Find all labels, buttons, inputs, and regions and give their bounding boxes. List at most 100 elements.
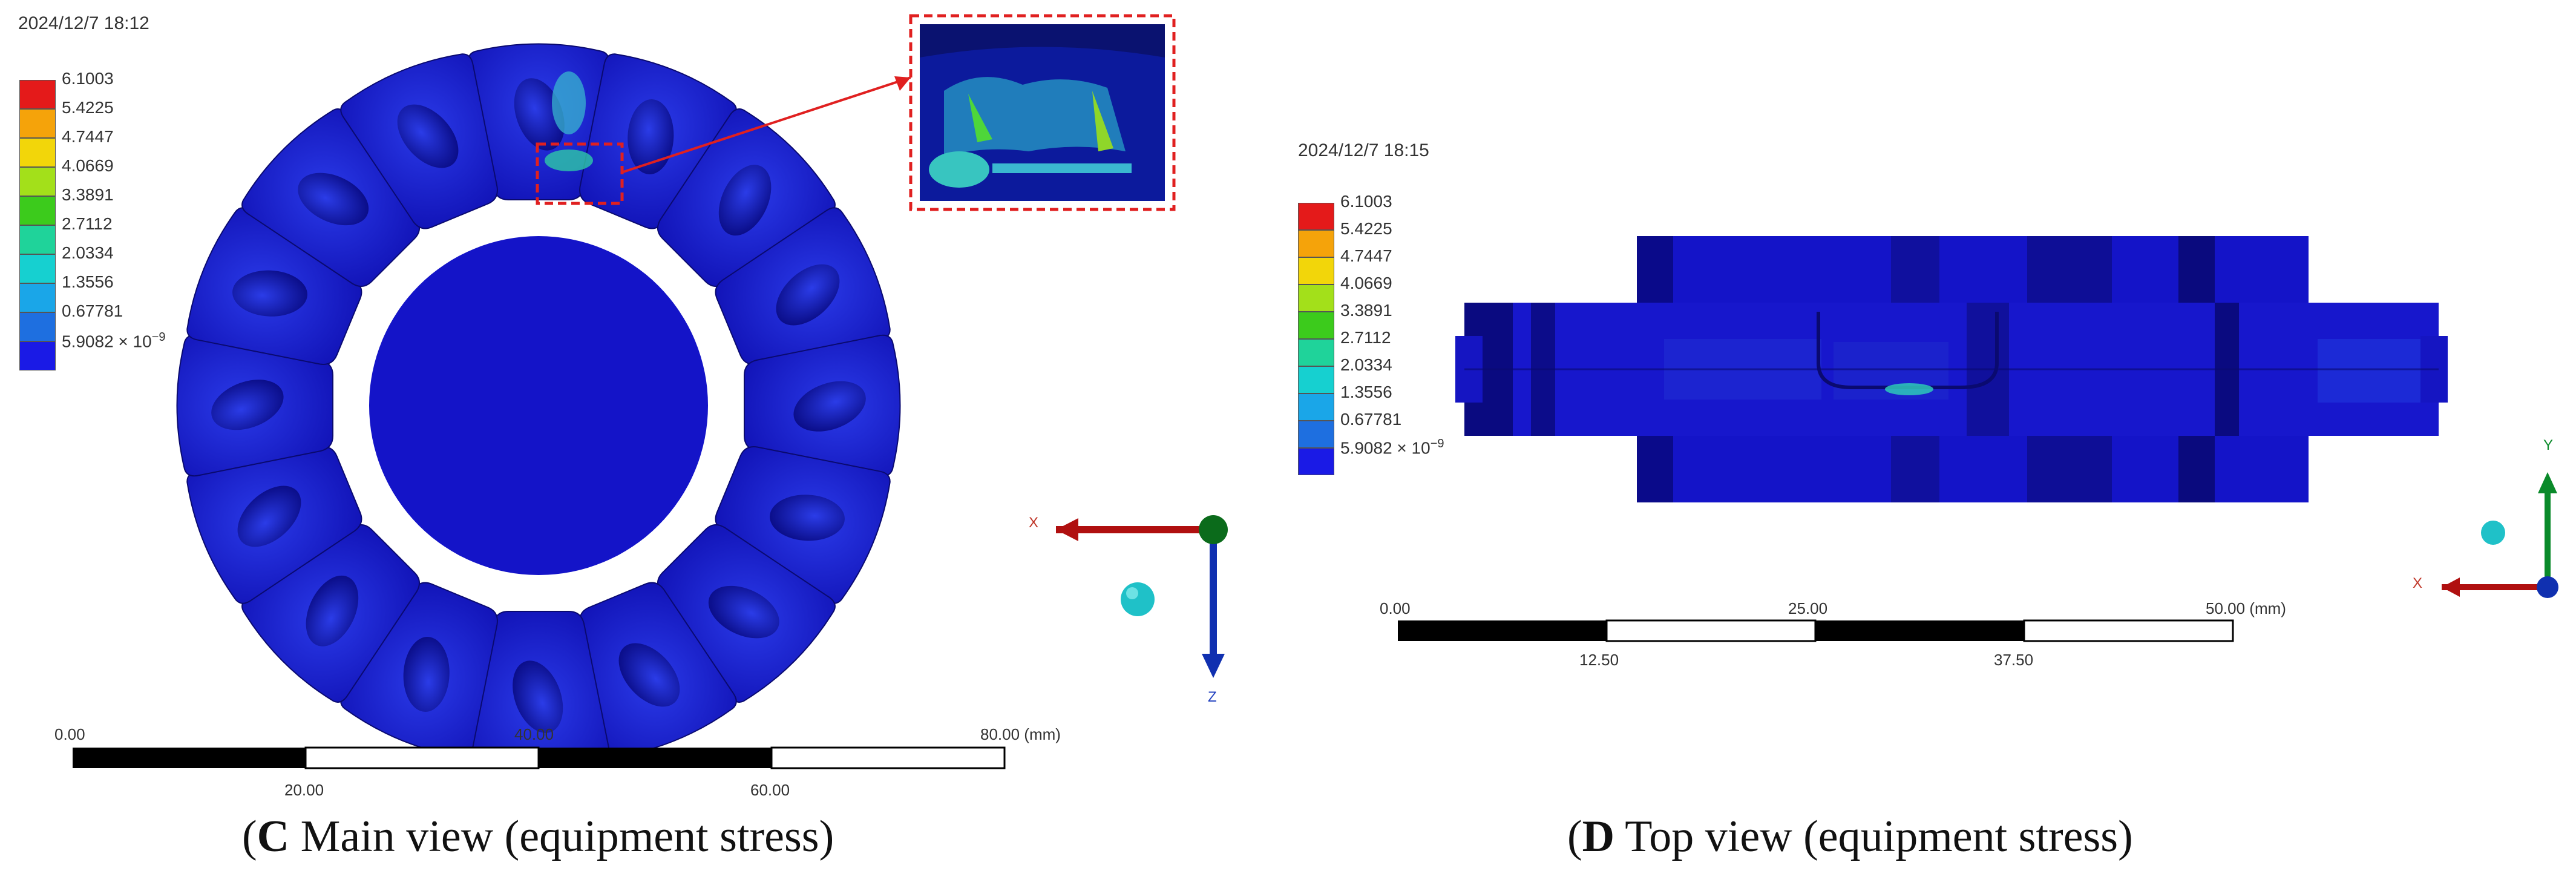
- figure-caption: (D Top view (equipment stress): [1567, 812, 2133, 861]
- blade-segment: [657, 108, 836, 287]
- scale-tick-label: 40.00: [514, 725, 554, 743]
- legend-swatch: [19, 341, 56, 370]
- legend-label: 2.0334: [1340, 355, 1392, 374]
- figure-caption: (C Main view (equipment stress): [242, 812, 834, 861]
- legend-swatch: [1298, 257, 1334, 285]
- legend-swatch: [1298, 285, 1334, 312]
- legend-swatch: [1298, 312, 1334, 339]
- legend-swatch: [19, 254, 56, 283]
- legend-label: 4.7447: [1340, 246, 1392, 265]
- legend-entry: 4.7447: [1298, 246, 1455, 289]
- blade-segment: [467, 611, 610, 768]
- blade-recess: [708, 585, 779, 639]
- scale-tick-label: 0.00: [54, 725, 85, 743]
- blade-recess: [770, 495, 845, 541]
- legend-label: 0.67781: [1340, 410, 1402, 429]
- x-axis-label: X: [1029, 515, 1039, 531]
- legend-label: 3.3891: [1340, 301, 1392, 320]
- blade-segment: [241, 524, 420, 703]
- blade-segment: [657, 524, 836, 703]
- scale-tick-label: 20.00: [284, 781, 324, 799]
- blade-recess: [232, 270, 307, 317]
- blade-recess: [306, 575, 359, 646]
- blade-segment: [176, 334, 333, 477]
- legend-swatch: [1298, 421, 1334, 448]
- x-axis-label: X: [2413, 575, 2423, 591]
- legend-entry: 2.7112: [19, 214, 177, 257]
- legend-label: 2.7112: [1340, 328, 1391, 347]
- blade-segment: [340, 53, 498, 229]
- legend-entry: 3.3891: [19, 185, 177, 228]
- blade-segment: [241, 108, 420, 287]
- scale-tick-label: 60.00: [750, 781, 790, 799]
- timestamp: 2024/12/7 18:12: [18, 13, 149, 33]
- scale-tick-label: 0.00: [1380, 599, 1411, 617]
- central-hub: [369, 236, 708, 575]
- legend-label: 5.4225: [62, 98, 114, 117]
- legend-label: 1.3556: [1340, 383, 1392, 401]
- legend-label: 2.0334: [62, 243, 114, 262]
- legend-label: 4.7447: [62, 127, 114, 146]
- legend-label: 6.1003: [1340, 192, 1392, 211]
- legend-label: 0.67781: [62, 301, 123, 320]
- legend-entry: 4.7447: [19, 127, 177, 170]
- blade-recess: [298, 173, 369, 226]
- scale-tick-label: 80.00 (mm): [980, 725, 1061, 743]
- legend-entry: 5.4225: [1298, 219, 1455, 262]
- legend-swatch: [19, 312, 56, 341]
- blade-segment: [186, 207, 362, 365]
- legend-label: 5.4225: [1340, 219, 1392, 238]
- legend-entry: 0.67781: [19, 301, 177, 344]
- legend-entry: 4.0669: [1298, 274, 1455, 317]
- legend-entry: 2.0334: [19, 243, 177, 286]
- legend-exponent: −9: [1430, 437, 1444, 450]
- legend-entry: 6.1003: [1298, 192, 1455, 235]
- blade-recess: [403, 637, 450, 712]
- scale-tick-label: 12.50: [1579, 651, 1619, 669]
- blade-recess: [397, 104, 459, 168]
- legend-label: 3.3891: [62, 185, 114, 204]
- legend-label: 4.0669: [62, 156, 114, 175]
- legend-swatch: [19, 80, 56, 109]
- legend-swatch: [19, 109, 56, 138]
- axis-origin: [1199, 515, 1228, 544]
- legend-swatch: [1298, 393, 1334, 421]
- blade-recess: [211, 380, 284, 430]
- scale-tick-label: 25.00: [1788, 599, 1828, 617]
- blade-segment: [715, 446, 891, 604]
- blade-segment: [744, 334, 901, 477]
- blade-recess: [237, 485, 301, 547]
- legend-entry: 2.7112: [1298, 328, 1455, 371]
- axis-origin: [2537, 576, 2558, 598]
- legend-entry: 6.1003: [19, 69, 177, 112]
- legend-exponent: −9: [151, 331, 166, 344]
- stress-model-main-view: [176, 14, 1228, 768]
- blade-recess: [718, 165, 772, 236]
- legend-swatch: [19, 283, 56, 312]
- blade-segment: [186, 446, 362, 604]
- legend-swatch: [1298, 448, 1334, 475]
- y-axis-label: Y: [2543, 437, 2554, 453]
- legend-entry: 0.67781: [1298, 410, 1455, 453]
- legend-entry: 4.0669: [19, 156, 177, 199]
- blade-segment: [340, 582, 498, 758]
- legend-label: 2.7112: [62, 214, 113, 233]
- timestamp: 2024/12/7 18:15: [1298, 140, 1429, 160]
- legend-entry: 1.3556: [19, 272, 177, 315]
- scale-tick-label: 37.50: [1994, 651, 2034, 669]
- legend-label: 5.9082 × 10−9: [1340, 437, 1444, 458]
- legend-entry: 1.3556: [1298, 383, 1455, 426]
- legend-swatch: [1298, 366, 1334, 393]
- legend-label: 4.0669: [1340, 274, 1392, 292]
- legend-label: 1.3556: [62, 272, 114, 291]
- legend-swatch: [1298, 339, 1334, 366]
- blade-recess: [776, 264, 840, 326]
- legend-swatch: [19, 167, 56, 196]
- blade-recess: [513, 660, 563, 733]
- legend-entry: 3.3891: [1298, 301, 1455, 344]
- blade-recess: [618, 643, 680, 707]
- legend-swatch: [1298, 230, 1334, 257]
- stress-model-top-view: [1455, 236, 2558, 598]
- legend-swatch: [19, 138, 56, 167]
